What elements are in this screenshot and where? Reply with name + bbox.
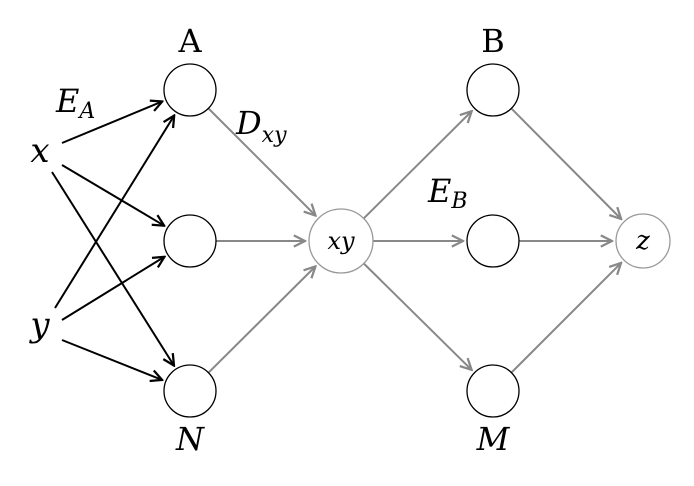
- edge-y-to-mid1: [61, 257, 164, 321]
- node-label-M: M: [476, 420, 511, 458]
- node-label-N: N: [175, 420, 205, 458]
- node-M: [466, 364, 520, 418]
- annotation-EB-main: E: [427, 172, 451, 210]
- input-label-x: x: [30, 131, 49, 171]
- input-label-y: y: [28, 305, 50, 345]
- edge-y-to-N: [61, 339, 162, 380]
- node-xy: [308, 208, 374, 274]
- annotation-EA-main: E: [55, 82, 79, 120]
- annotation-EA-sub: A: [77, 99, 95, 124]
- node-mid2: [466, 214, 520, 268]
- edges-group: [51, 101, 621, 380]
- edge-A-to-xy: [207, 107, 315, 215]
- node-mid1: [163, 214, 217, 268]
- node-label-z: z: [635, 226, 650, 256]
- annotation-Dxy-main: D: [235, 104, 262, 142]
- annotation-EB-sub: B: [450, 189, 467, 214]
- node-A: [163, 63, 217, 117]
- node-N: [163, 364, 217, 418]
- annotation-EB: EB: [427, 172, 468, 214]
- annotation-Dxy-sub: xy: [262, 123, 287, 148]
- nodes-group: [163, 63, 671, 418]
- node-B: [466, 63, 520, 117]
- edge-N-to-xy: [207, 266, 315, 374]
- node-label-B: B: [481, 22, 505, 60]
- node-z: [615, 213, 671, 269]
- annotation-Dxy: Dxy: [235, 104, 287, 148]
- annotation-EA: EA: [55, 82, 95, 124]
- node-label-xy: xy: [327, 227, 355, 255]
- edge-M-to-z: [510, 263, 621, 374]
- node-label-A: A: [177, 22, 202, 60]
- edge-xy-to-M: [363, 262, 472, 369]
- edge-x-to-N: [51, 171, 174, 366]
- edge-xy-to-B: [362, 111, 472, 220]
- edge-B-to-z: [510, 107, 621, 219]
- edge-x-to-mid1: [61, 164, 164, 226]
- edge-x-to-A: [61, 101, 162, 144]
- edge-y-to-A: [54, 116, 174, 309]
